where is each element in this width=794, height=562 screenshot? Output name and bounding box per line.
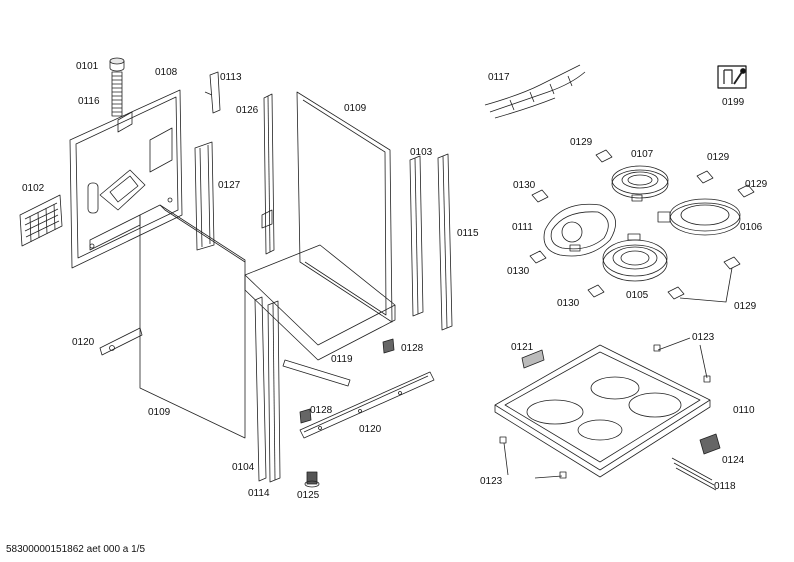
label-0114: 0114 [248, 488, 270, 499]
part-0109-side-wall-left [139, 204, 246, 439]
label-0119: 0119 [331, 354, 353, 365]
label-0129-b: 0129 [707, 152, 730, 163]
label-0105: 0105 [626, 290, 649, 301]
label-0106: 0106 [740, 222, 763, 233]
part-0123-clip-a [653, 344, 661, 352]
label-0101: 0101 [76, 61, 99, 72]
label-0102: 0102 [22, 183, 45, 194]
label-0111: 0111 [512, 222, 533, 233]
label-0128-upper: 0128 [401, 343, 424, 354]
part-0116-hose [111, 71, 123, 117]
part-0124-switch [699, 433, 721, 455]
part-0129-clip-a [595, 149, 613, 163]
part-0114-rail [267, 300, 281, 483]
part-0129-clip-e [667, 286, 685, 300]
label-0127: 0127 [218, 180, 241, 191]
part-0129-clip-b [696, 170, 714, 184]
part-0129-clip-d [723, 256, 741, 270]
label-0104: 0104 [232, 462, 255, 473]
label-0123-top: 0123 [692, 332, 715, 343]
part-0110-hob-top [494, 344, 711, 478]
part-0103-rail [409, 155, 424, 317]
label-0109-top: 0109 [344, 103, 367, 114]
document-id-footer: 58300000151862 aet 000 a 1/5 [6, 544, 146, 555]
label-0129-c: 0129 [745, 179, 768, 190]
label-0107: 0107 [631, 149, 654, 160]
part-0123-clip-b [703, 375, 711, 383]
label-0129-a: 0129 [570, 137, 593, 148]
part-0127-rail [194, 141, 215, 251]
label-0123-bottom: 0123 [480, 476, 503, 487]
part-0107-heating-element [611, 165, 669, 202]
part-0119-rail [282, 359, 351, 387]
label-0121: 0121 [511, 342, 534, 353]
part-0128-clip-lower [299, 408, 312, 424]
label-0117: 0117 [488, 72, 510, 83]
label-0199: 0199 [722, 97, 745, 108]
part-0121-component [521, 349, 545, 369]
label-0130-b: 0130 [507, 266, 530, 277]
part-0104-rail [254, 296, 267, 482]
label-0109-bottom: 0109 [148, 407, 171, 418]
part-0126-rail [261, 93, 275, 255]
part-0105-heating-element [602, 233, 668, 282]
part-0118-cable [671, 457, 717, 491]
label-0115: 0115 [457, 228, 479, 239]
label-0128-lower: 0128 [310, 405, 333, 416]
part-0113-bracket [204, 71, 221, 114]
part-0130-clip-c [587, 284, 605, 298]
label-0110: 0110 [733, 405, 755, 416]
part-0101-cap [109, 57, 125, 72]
label-0130-c: 0130 [557, 298, 580, 309]
part-0199-service-icon [717, 65, 747, 89]
part-0129-clip-c [737, 184, 755, 198]
part-0130-clip-a [531, 189, 549, 203]
part-0109-side-wall-right [296, 91, 393, 323]
part-0117-wiring [484, 64, 586, 119]
part-0128-clip-upper [382, 338, 395, 354]
label-0113: 0113 [220, 72, 242, 83]
label-0120-left: 0120 [72, 337, 95, 348]
label-0125: 0125 [297, 490, 320, 501]
label-0126: 0126 [236, 105, 259, 116]
part-bottom-tray [244, 244, 396, 361]
part-0111-heating-element [543, 203, 617, 257]
label-0116: 0116 [78, 96, 100, 107]
part-0106-heating-element [657, 198, 741, 236]
part-0108-rear-panel [69, 89, 183, 269]
label-0129-d: 0129 [734, 301, 757, 312]
label-0124: 0124 [722, 455, 745, 466]
part-0125-foot [304, 471, 320, 488]
part-0130-clip-b [529, 250, 547, 264]
label-0130-a: 0130 [513, 180, 536, 191]
part-0115-rail [437, 153, 453, 331]
part-0102-grid [19, 194, 63, 247]
part-0123-clip-c [499, 436, 507, 444]
label-0108: 0108 [155, 67, 178, 78]
label-0103: 0103 [410, 147, 433, 158]
part-0120-rail-left [99, 327, 143, 356]
part-0120-rail-right [299, 371, 435, 439]
part-0123-clip-d [559, 471, 567, 479]
label-0118: 0118 [714, 481, 736, 492]
label-0120-right: 0120 [359, 424, 382, 435]
